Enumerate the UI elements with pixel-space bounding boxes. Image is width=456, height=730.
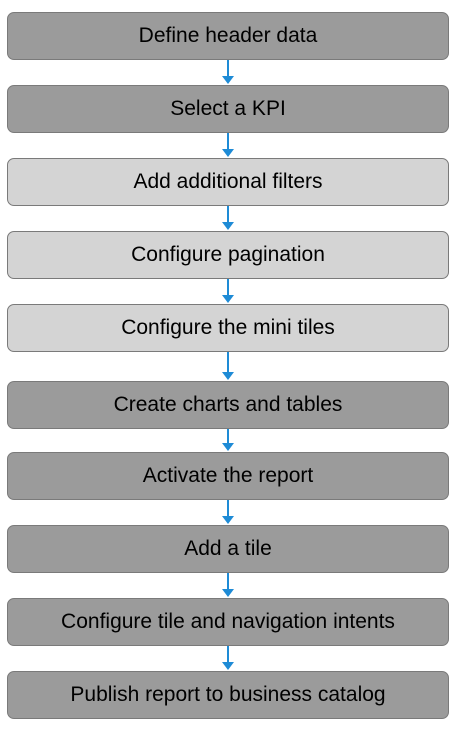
step-select-kpi: Select a KPI — [7, 85, 449, 133]
step-label: Publish report to business catalog — [70, 683, 386, 706]
step-add-tile: Add a tile — [7, 525, 449, 573]
arrow-down-icon — [222, 206, 234, 230]
step-label: Add additional filters — [133, 170, 323, 193]
arrow-down-icon — [222, 500, 234, 524]
arrow-down-icon — [222, 646, 234, 670]
arrow-down-icon — [222, 429, 234, 451]
step-configure-tile-and-navigation-intents: Configure tile and navigation intents — [7, 598, 449, 646]
step-publish-report-to-business-catalog: Publish report to business catalog — [7, 671, 449, 719]
step-label: Add a tile — [184, 537, 272, 560]
arrow-down-icon — [222, 60, 234, 84]
step-create-charts-and-tables: Create charts and tables — [7, 381, 449, 429]
arrow-down-icon — [222, 133, 234, 157]
arrow-down-icon — [222, 279, 234, 303]
step-configure-mini-tiles: Configure the mini tiles — [7, 304, 449, 352]
step-add-additional-filters: Add additional filters — [7, 158, 449, 206]
step-label: Activate the report — [142, 464, 314, 487]
step-label: Define header data — [138, 24, 318, 47]
step-label: Select a KPI — [170, 97, 286, 120]
step-label: Create charts and tables — [113, 393, 343, 416]
step-label: Configure the mini tiles — [121, 316, 335, 339]
arrow-down-icon — [222, 573, 234, 597]
step-define-header-data: Define header data — [7, 12, 449, 60]
step-label: Configure pagination — [131, 243, 325, 266]
step-configure-pagination: Configure pagination — [7, 231, 449, 279]
step-activate-report: Activate the report — [7, 452, 449, 500]
arrow-down-icon — [222, 352, 234, 380]
step-label: Configure tile and navigation intents — [61, 610, 395, 633]
